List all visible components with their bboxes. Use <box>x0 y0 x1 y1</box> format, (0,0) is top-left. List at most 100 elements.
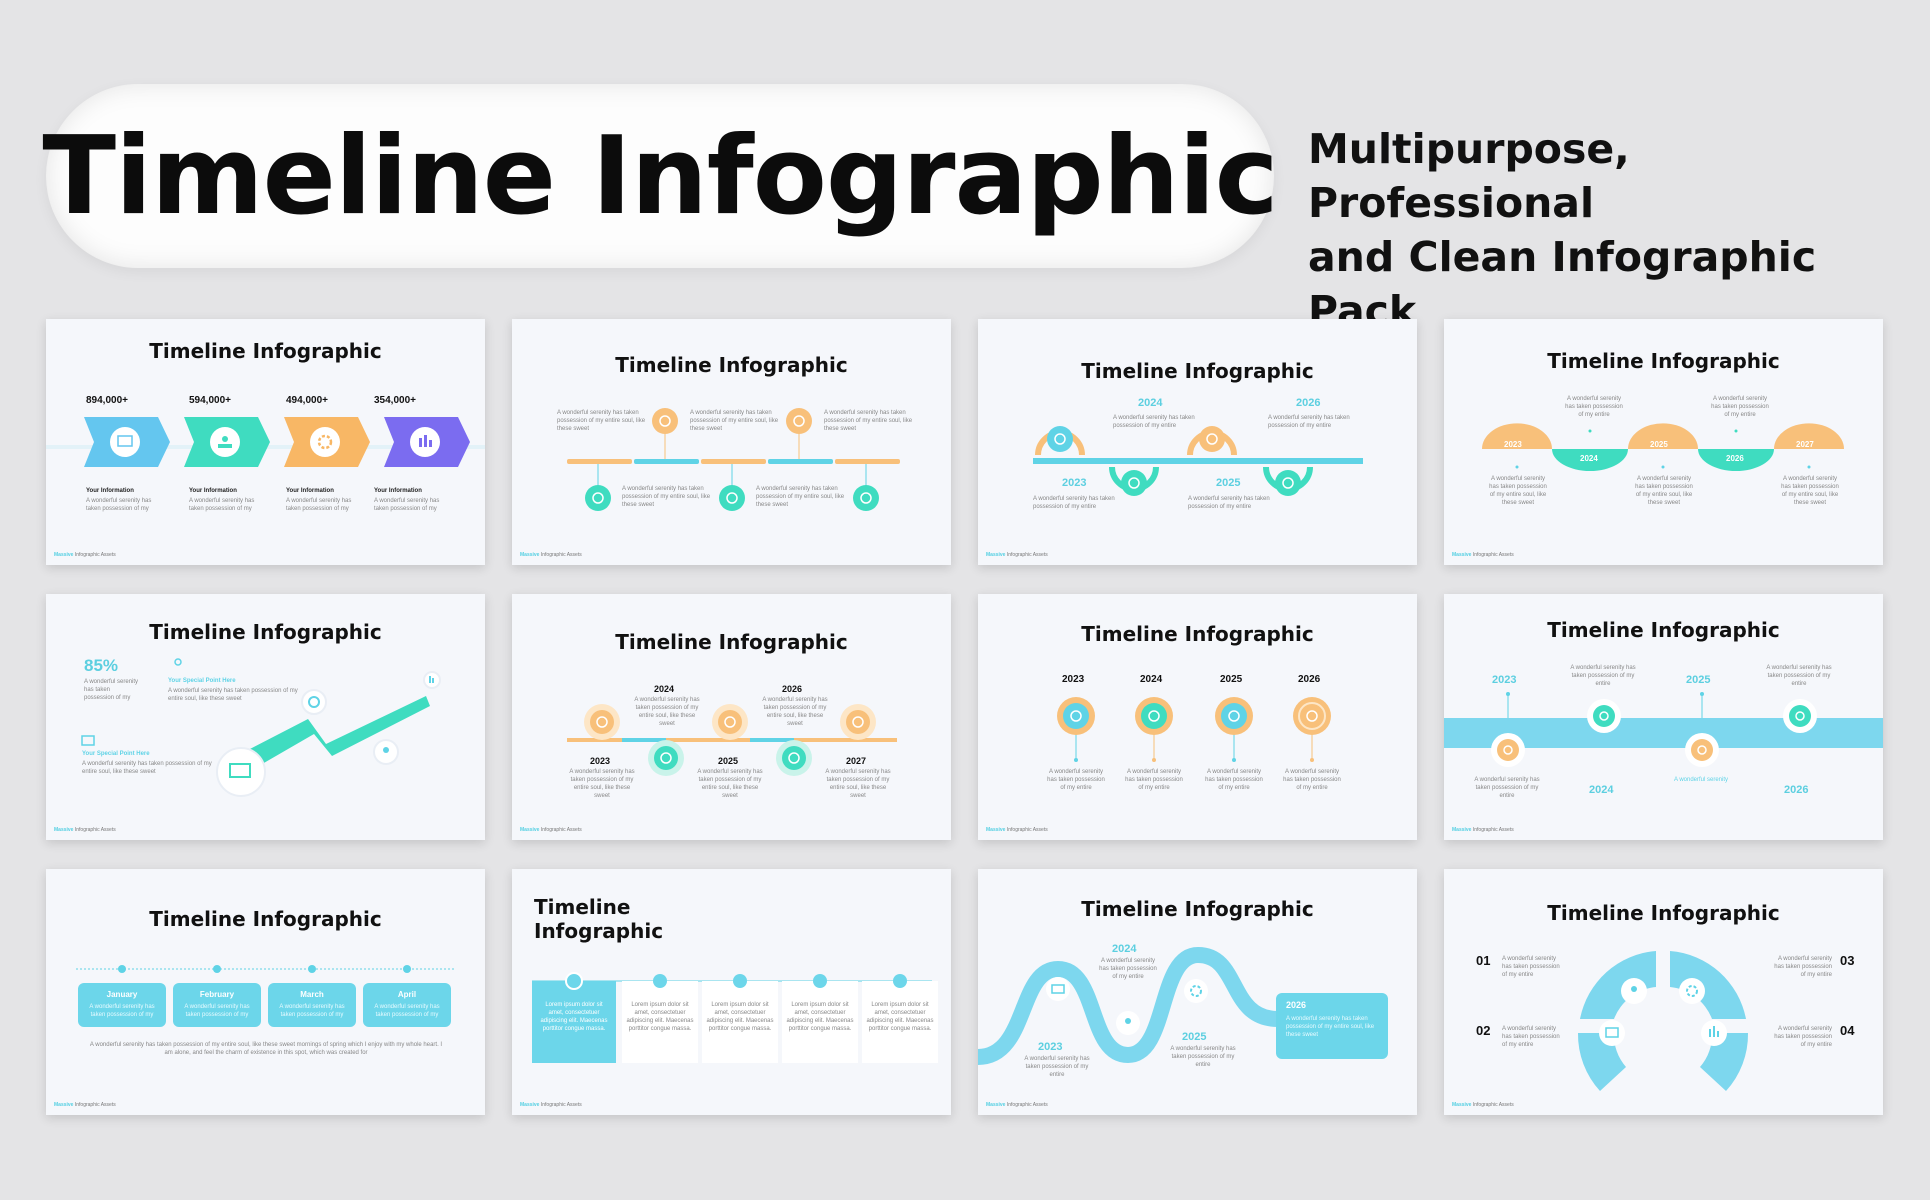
year-label: 2023 <box>1504 440 1522 449</box>
slide-1-arrows[interactable]: Timeline Infographic 894,000+ 594,000+ 4… <box>46 319 485 565</box>
slide-8-band-timeline[interactable]: Timeline Infographic 2023 2025 2024 2026… <box>1444 594 1883 840</box>
year-label: 2023 <box>1492 674 1517 686</box>
node-desc: A wonderful serenity has taken possessio… <box>1474 777 1540 799</box>
node-desc: A wonderful serenity has taken possessio… <box>1188 496 1270 510</box>
slide-11-winding-timeline[interactable]: Timeline Infographic 2024 2023 2025 2026… <box>978 869 1417 1115</box>
card-desc: Lorem ipsum dolor sit amet, consectetuer… <box>866 1002 934 1032</box>
stat-value: 494,000+ <box>286 395 328 406</box>
slide-footer: Massive Infographic Assets <box>986 552 1048 558</box>
rings-timeline-graphic <box>567 704 897 776</box>
hero-banner: Timeline Infographic <box>42 84 1279 268</box>
months-timeline-graphic <box>76 965 456 1027</box>
arc-timeline-graphic <box>1577 951 1749 1091</box>
year-label: 2026 <box>1296 397 1321 409</box>
slide-title: Timeline Infographic <box>1547 349 1780 373</box>
step-number: 01 <box>1476 953 1491 968</box>
year-label: 2025 <box>1220 674 1243 685</box>
month-label: April <box>397 990 417 999</box>
wave-timeline-graphic <box>1482 423 1844 471</box>
info-label: Your Information <box>189 488 237 494</box>
card-desc: Lorem ipsum dolor sit amet, consectetuer… <box>540 1002 608 1032</box>
node-desc: A wonderful serenity has taken possessio… <box>1565 396 1623 418</box>
card-desc: A wonderful serenity has taken possessio… <box>1286 1016 1375 1038</box>
stat-value: 354,000+ <box>374 395 416 406</box>
slide-footer: Massive Infographic Assets <box>520 827 582 833</box>
info-desc: A wonderful serenity has taken possessio… <box>286 498 352 512</box>
slide-footer: Massive Infographic Assets <box>54 552 116 558</box>
year-label: 2026 <box>1298 674 1321 685</box>
percent-desc: A wonderful serenity has taken possessio… <box>84 679 139 701</box>
pin-desc: A wonderful serenity has taken possessio… <box>1047 769 1105 791</box>
year-label: 2027 <box>1796 440 1814 449</box>
year-label: 2025 <box>1216 477 1241 489</box>
month-label: March <box>300 990 324 999</box>
info-desc: A wonderful serenity has taken possessio… <box>86 498 152 512</box>
slide-title: Timeline Infographic <box>534 895 951 943</box>
slide-footer: Massive Infographic Assets <box>54 1102 116 1108</box>
months-footer-desc: A wonderful serenity has taken possessio… <box>89 1042 443 1056</box>
month-desc: A wonderful serenity has taken possessio… <box>89 1004 155 1018</box>
slide-title: Timeline Infographic <box>615 353 848 377</box>
year-label: 2026 <box>1784 784 1809 796</box>
slide-9-months-timeline[interactable]: Timeline Infographic January February Ma… <box>46 869 485 1115</box>
slide-title: Timeline Infographic <box>615 630 848 654</box>
node-desc: A wonderful serenity has taken possessio… <box>1635 476 1693 506</box>
node-desc: A wonderful serenity has taken possessio… <box>1099 958 1157 980</box>
slide-6-rings-timeline[interactable]: Timeline Infographic 2024 2026 2023 2025… <box>512 594 951 840</box>
cups-timeline-graphic <box>1033 426 1363 496</box>
slide-title: Timeline Infographic <box>149 907 382 931</box>
hero-subtitle: Multipurpose, Professional and Clean Inf… <box>1308 122 1908 338</box>
pins-timeline-graphic <box>1057 697 1331 762</box>
card-desc: Lorem ipsum dolor sit amet, consectetuer… <box>786 1002 854 1032</box>
node-desc: A wonderful serenity has taken possessio… <box>1570 665 1636 687</box>
hero-subtitle-line-2: and Clean Infographic Pack <box>1308 233 1817 335</box>
node-desc: A wonderful serenity has taken possessio… <box>1781 476 1839 506</box>
info-desc: A wonderful serenity has taken possessio… <box>189 498 255 512</box>
node-desc: A wonderful serenity has taken possessio… <box>634 697 700 727</box>
step-desc: A wonderful serenity has taken possessio… <box>1774 1026 1832 1048</box>
node-desc: A wonderful serenity has taken possessio… <box>1033 496 1115 510</box>
hero-subtitle-line-1: Multipurpose, Professional <box>1308 125 1630 227</box>
step-number: 02 <box>1476 1023 1491 1038</box>
year-label: 2027 <box>846 756 867 766</box>
month-desc: A wonderful serenity has taken possessio… <box>279 1004 345 1018</box>
percent-value: 85% <box>84 656 119 675</box>
slide-grid: Timeline Infographic 894,000+ 594,000+ 4… <box>46 319 1883 1115</box>
node-desc: A wonderful serenity <box>1673 777 1729 783</box>
slide-12-arc-timeline[interactable]: Timeline Infographic 01 02 03 04 A wonde… <box>1444 869 1883 1115</box>
year-label: 2026 <box>1726 454 1744 463</box>
slide-3-cups-timeline[interactable]: Timeline Infographic 2024 2026 2023 2025… <box>978 319 1417 565</box>
year-label: 2025 <box>718 756 739 766</box>
stat-value: 594,000+ <box>189 395 231 406</box>
slide-footer: Massive Infographic Assets <box>1452 1102 1514 1108</box>
year-label: 2026 <box>782 684 803 694</box>
slide-4-wave-timeline[interactable]: Timeline Infographic 2023 2025 2027 2024… <box>1444 319 1883 565</box>
node-desc: A wonderful serenity has taken possessio… <box>1268 415 1350 429</box>
stat-value: 894,000+ <box>86 395 128 406</box>
slide-footer: Massive Infographic Assets <box>986 1102 1048 1108</box>
year-label: 2025 <box>1686 674 1711 686</box>
month-label: January <box>106 990 138 999</box>
node-desc: A wonderful serenity has taken possessio… <box>762 697 828 727</box>
special-point-label: Your Special Point Here <box>82 751 150 757</box>
info-label: Your Information <box>286 488 334 494</box>
slide-7-pins-timeline[interactable]: Timeline Infographic 2023 2024 2025 2026… <box>978 594 1417 840</box>
node-desc: A wonderful serenity has taken possessio… <box>557 410 646 432</box>
year-label: 2024 <box>1140 674 1163 685</box>
slide-title: Timeline Infographic <box>1081 897 1314 921</box>
slide-10-cards-timeline[interactable]: Timeline Infographic Lorem ipsum dolor s… <box>512 869 951 1115</box>
special-point-label: Your Special Point Here <box>168 678 236 684</box>
step-desc: A wonderful serenity has taken possessio… <box>1502 956 1560 978</box>
band-timeline-graphic <box>1444 692 1883 767</box>
year-label: 2023 <box>590 756 611 766</box>
road-timeline-graphic <box>81 658 441 797</box>
node-desc: A wonderful serenity has taken possessio… <box>1766 665 1832 687</box>
node-desc: A wonderful serenity has taken possessio… <box>1024 1056 1090 1078</box>
step-desc: A wonderful serenity has taken possessio… <box>1774 956 1832 978</box>
slide-title-line-1: Timeline <box>534 895 631 919</box>
node-desc: A wonderful serenity has taken possessio… <box>1170 1046 1236 1068</box>
slide-5-road-timeline[interactable]: Timeline Infographic 85% A wonderful ser… <box>46 594 485 840</box>
line-timeline-graphic <box>567 408 900 511</box>
slide-2-line-timeline[interactable]: Timeline Infographic A wonderful serenit… <box>512 319 951 565</box>
info-label: Your Information <box>86 488 134 494</box>
